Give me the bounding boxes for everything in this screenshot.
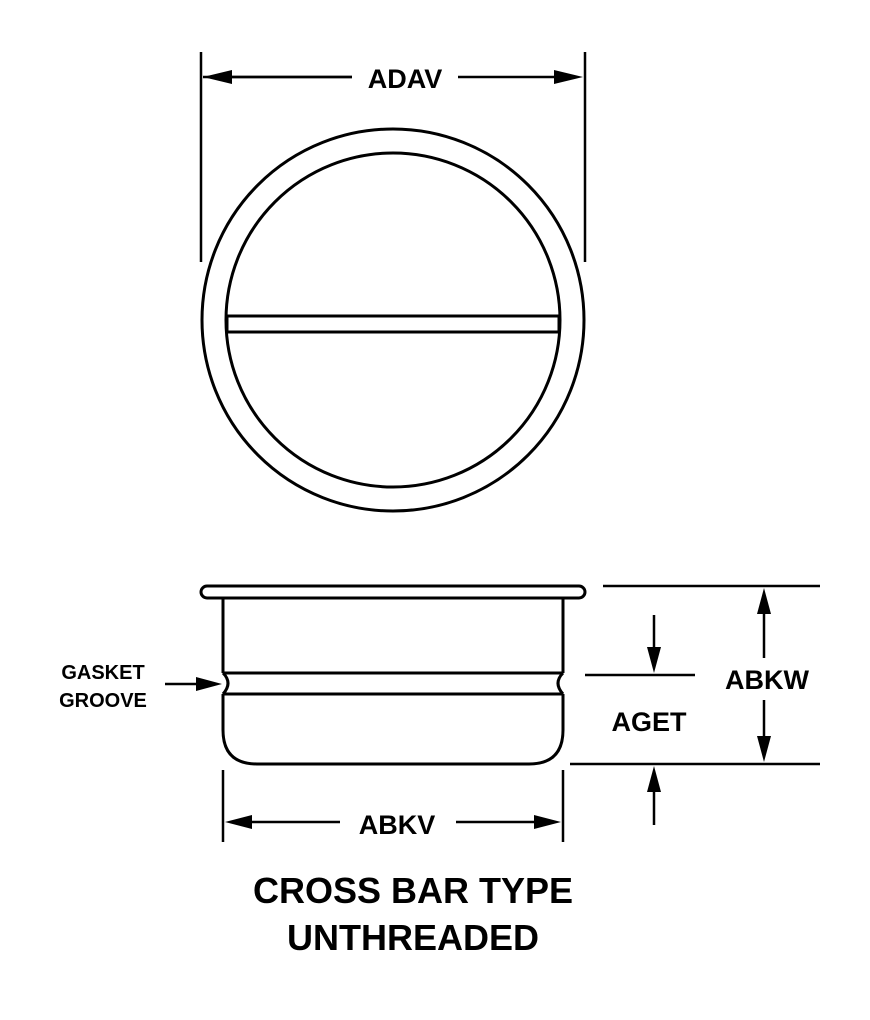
caption-line-1: CROSS BAR TYPE [253, 870, 573, 911]
arrowhead [196, 677, 222, 691]
lower-body [221, 694, 565, 766]
inner-rim [224, 151, 562, 489]
outer-rim [200, 127, 586, 513]
arrowhead [203, 70, 232, 84]
dimension-label-abkv: ABKV [359, 810, 436, 840]
dimension-label-abkw: ABKW [725, 665, 809, 695]
top-view: ADAV [199, 52, 587, 513]
cross-bar [225, 314, 561, 334]
gasket-groove-label: GROOVE [59, 690, 147, 712]
caption-line-2: UNTHREADED [287, 917, 539, 958]
flange [199, 584, 587, 600]
dimension-label-aget: AGET [611, 707, 687, 737]
gasket-groove [221, 671, 565, 696]
gasket-groove-label: GASKET [61, 662, 144, 684]
side-view: GASKET GROOVE ABKV ABKW AGET [59, 584, 820, 842]
upper-body [221, 598, 565, 696]
dimension-label-adav: ADAV [368, 64, 443, 94]
arrowhead [554, 70, 583, 84]
